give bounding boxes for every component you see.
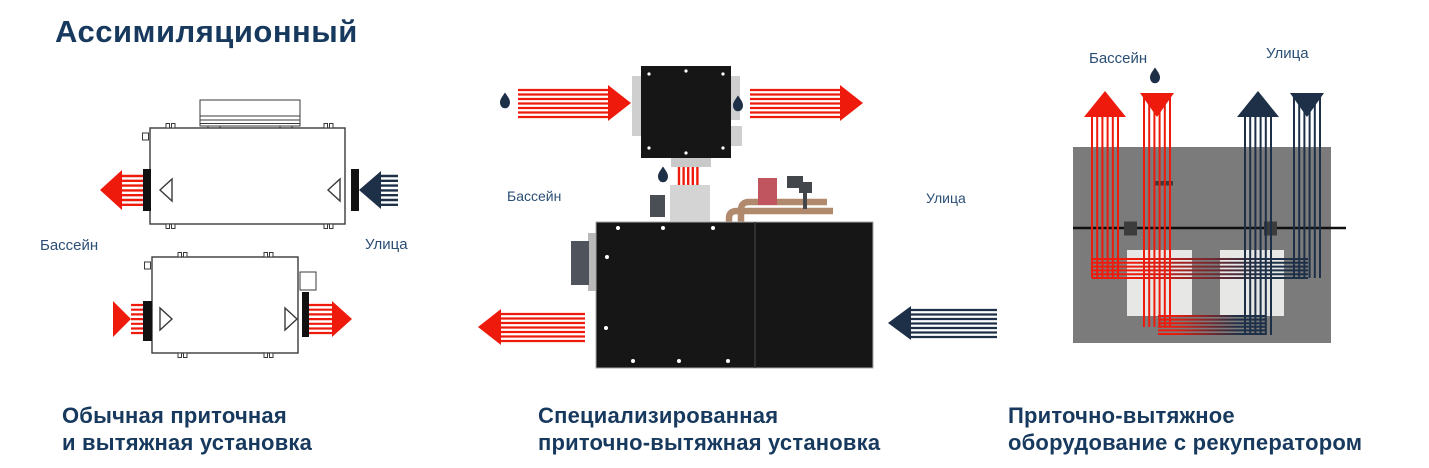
humid-air-in-arrow <box>518 85 631 121</box>
specialized-unit-illustration <box>478 66 997 369</box>
water-droplet-icon <box>658 166 668 183</box>
water-droplet-icon <box>500 92 510 109</box>
street-label: Улица <box>1266 45 1309 62</box>
fan-section <box>650 185 710 222</box>
street-label: Улица <box>926 190 966 206</box>
supply-to-pool-arrow <box>100 170 143 210</box>
panel-caption: Обычная приточная и вытяжная установка <box>62 403 313 455</box>
vertical-duct <box>675 167 703 185</box>
piping <box>725 176 833 222</box>
street-intake-down-arrow <box>1290 93 1324 278</box>
street-label: Улица <box>365 236 408 253</box>
recuperator-core <box>1220 250 1284 316</box>
panel-caption: Специализированная приточно-вытяжная уст… <box>538 403 881 455</box>
supply-unit <box>142 99 359 229</box>
recuperator-illustration <box>1073 67 1346 343</box>
dried-air-out-arrow <box>750 85 863 121</box>
valve-actuator <box>787 176 812 209</box>
pool-exhaust-down-arrow <box>1140 93 1174 327</box>
panel-caption: Приточно-вытяжное оборудование с рекупер… <box>1008 403 1363 455</box>
exhaust-unit <box>143 252 317 358</box>
top-exchanger-box <box>632 66 742 167</box>
street-intake-arrow <box>888 306 997 340</box>
exhaust-to-street-arrow <box>309 301 352 337</box>
street-intake-arrow <box>359 171 398 209</box>
pool-label: Бассейн <box>40 237 99 254</box>
valve-red-body <box>758 178 777 205</box>
pool-label: Бассейн <box>507 188 562 204</box>
pool-label: Бассейн <box>1089 50 1148 67</box>
side-motor <box>571 241 589 285</box>
standard-units-illustration <box>100 99 398 358</box>
street-exhaust-up-arrow <box>1237 91 1279 335</box>
main-unit-box <box>571 221 874 369</box>
water-droplet-icon <box>1150 67 1160 84</box>
page-title: Ассимиляционный <box>55 14 358 49</box>
recuperator-unit-box <box>1073 147 1346 343</box>
supply-to-pool-arrow <box>478 309 585 345</box>
water-droplet-icon <box>733 95 743 112</box>
heat-exchange-cross-flows <box>1092 258 1308 335</box>
pool-exhaust-in-arrow <box>113 301 143 337</box>
warm-supply-up-arrow <box>1084 91 1126 278</box>
